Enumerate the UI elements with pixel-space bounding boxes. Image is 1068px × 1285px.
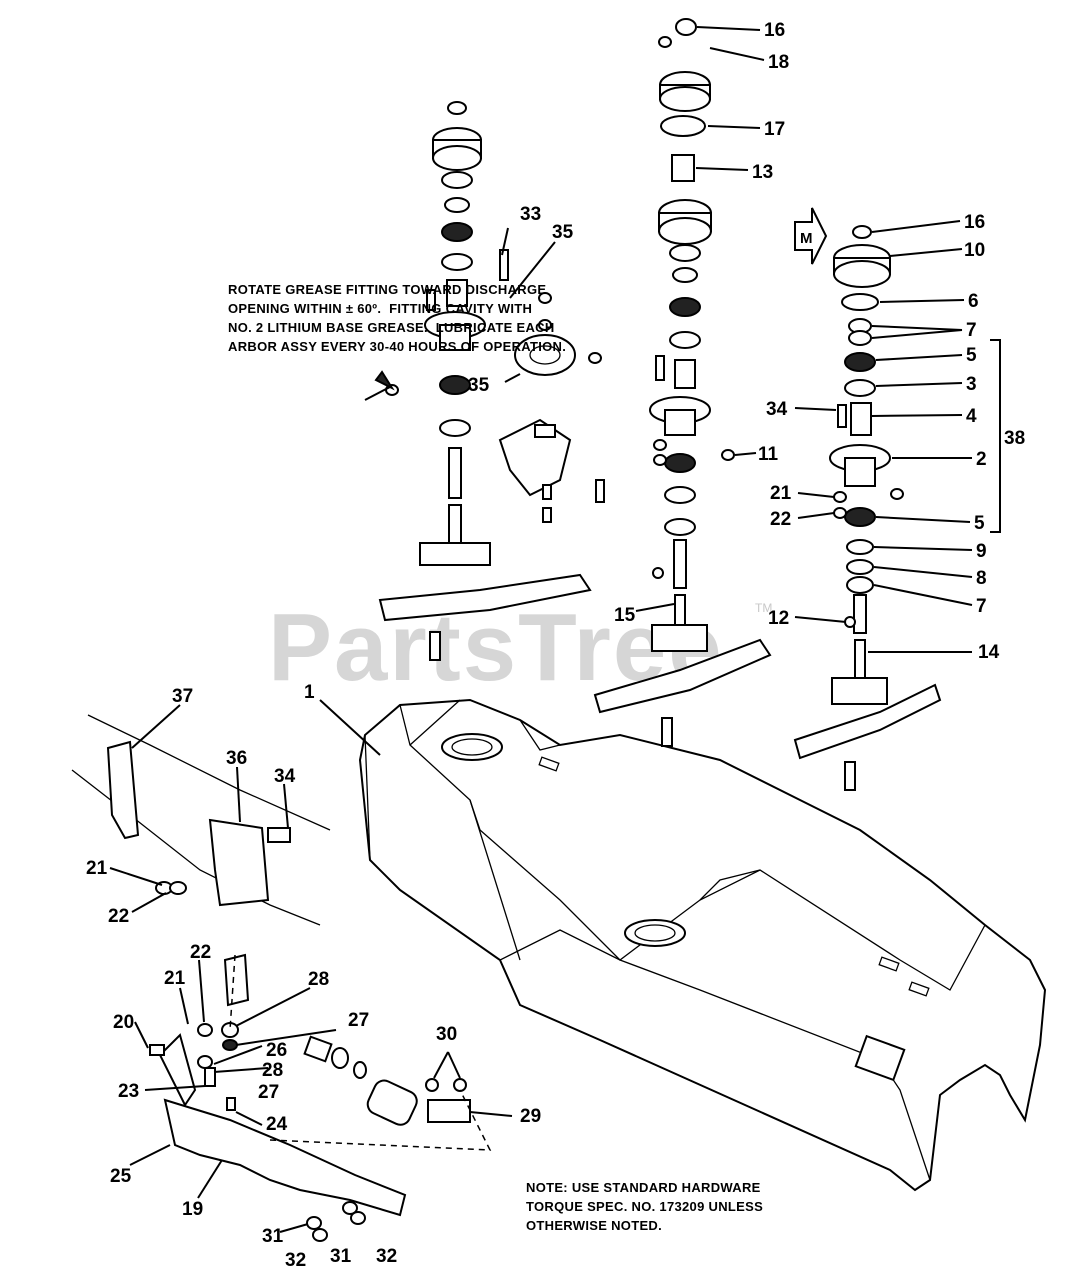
callout: 11 bbox=[758, 444, 779, 465]
watermark-tm: TM bbox=[755, 601, 772, 615]
callout: 29 bbox=[520, 1106, 541, 1127]
idler-assembly bbox=[498, 292, 605, 523]
callout: 27 bbox=[348, 1010, 369, 1031]
callout: 14 bbox=[978, 642, 1000, 663]
callout: 3 bbox=[966, 374, 977, 395]
callout: 10 bbox=[964, 240, 985, 261]
direction-arrow: M bbox=[794, 207, 828, 265]
callout: 16 bbox=[764, 20, 785, 41]
callout: 35 bbox=[468, 375, 490, 396]
left-arbor-assembly bbox=[378, 101, 592, 661]
callout: 22 bbox=[770, 509, 791, 530]
callout: 22 bbox=[108, 906, 129, 927]
callout: 34 bbox=[274, 766, 296, 787]
callout: 31 bbox=[330, 1246, 352, 1267]
right-arbor-assembly bbox=[793, 225, 942, 791]
deck-housing bbox=[358, 698, 1047, 1192]
callout: 19 bbox=[182, 1199, 203, 1220]
callout: 37 bbox=[172, 686, 193, 707]
callout: 35 bbox=[552, 222, 574, 243]
callout: 17 bbox=[764, 119, 785, 140]
center-arbor-assembly bbox=[593, 18, 772, 747]
callout: 4 bbox=[966, 406, 977, 427]
callout: 16 bbox=[964, 212, 985, 233]
callout: 24 bbox=[266, 1114, 288, 1135]
callout: 9 bbox=[976, 541, 987, 562]
callout: 21 bbox=[164, 968, 186, 989]
hardware-torque-note: NOTE: USE STANDARD HARDWARE TORQUE SPEC.… bbox=[526, 1180, 764, 1233]
leader-lines bbox=[109, 26, 973, 1233]
callout: 20 bbox=[113, 1012, 134, 1033]
bracket-38 bbox=[990, 339, 1001, 533]
callout: 30 bbox=[436, 1024, 457, 1045]
callout: 2 bbox=[976, 449, 987, 470]
callout: 28 bbox=[308, 969, 329, 990]
callout: 13 bbox=[752, 162, 773, 183]
callout: 28 bbox=[262, 1060, 283, 1081]
callout: 18 bbox=[768, 52, 789, 73]
callout: 33 bbox=[520, 204, 541, 225]
callout: 5 bbox=[966, 345, 977, 366]
callout: 23 bbox=[118, 1081, 139, 1102]
callout: 26 bbox=[266, 1040, 287, 1061]
callout: 12 bbox=[768, 608, 789, 629]
callout: 7 bbox=[966, 320, 977, 341]
callout: 27 bbox=[258, 1082, 279, 1103]
callout: 32 bbox=[285, 1250, 306, 1271]
callout: 15 bbox=[614, 605, 636, 626]
callout: 5 bbox=[974, 513, 985, 534]
side-bracket-assembly bbox=[71, 714, 331, 926]
callout: 34 bbox=[766, 399, 788, 420]
callout: 1 bbox=[304, 682, 315, 703]
front-baffle-assembly bbox=[149, 953, 492, 1242]
callout: 31 bbox=[262, 1226, 284, 1247]
direction-marker: M bbox=[800, 230, 813, 247]
grease-instruction-note: ROTATE GREASE FITTING TOWARD DISCHARGE O… bbox=[228, 282, 567, 354]
callout: 7 bbox=[976, 596, 987, 617]
callout: 32 bbox=[376, 1246, 397, 1267]
callout: 25 bbox=[110, 1166, 132, 1187]
callout: 8 bbox=[976, 568, 987, 589]
callout: 38 bbox=[1004, 428, 1025, 449]
callout: 6 bbox=[968, 291, 979, 312]
callout: 36 bbox=[226, 748, 247, 769]
callout-labels: 16 18 17 13 16 10 6 7 5 3 4 2 5 9 8 7 14… bbox=[86, 20, 1025, 1271]
callout: 21 bbox=[770, 483, 792, 504]
callout: 21 bbox=[86, 858, 108, 879]
callout: 22 bbox=[190, 942, 211, 963]
